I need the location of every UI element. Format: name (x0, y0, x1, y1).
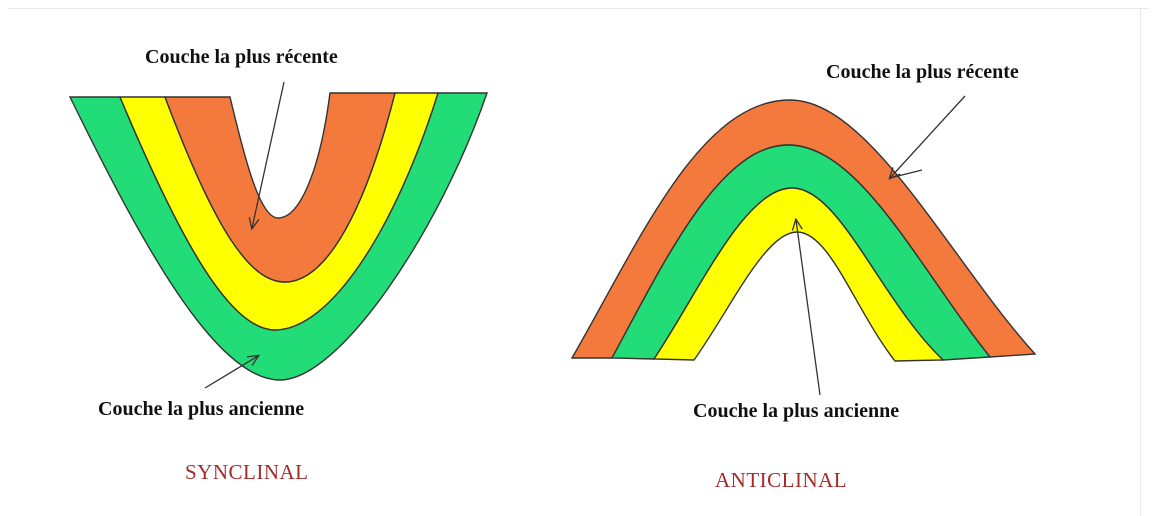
syncline-label-oldest: Couche la plus ancienne (98, 398, 305, 420)
syncline-title: SYNCLINAL (185, 460, 309, 484)
anticline-label-recent: Couche la plus récente (826, 61, 1019, 83)
anticline-label-oldest: Couche la plus ancienne (693, 400, 900, 422)
syncline-orange-layer (163, 92, 396, 283)
anticline-arrow-oldest (796, 220, 821, 396)
syncline-arrow-oldest (204, 356, 258, 389)
syncline-arrow-recent (252, 81, 285, 228)
anticline-arrow-recent (890, 95, 966, 178)
frame-border-right (1140, 8, 1141, 516)
syncline-fold (68, 81, 488, 389)
frame-border-top (8, 8, 1148, 9)
anticline-fold (570, 95, 1037, 396)
anticline-title: ANTICLINAL (715, 468, 848, 492)
syncline-label-recent: Couche la plus récente (145, 46, 338, 68)
anticline-arrow-recent-tail (889, 169, 923, 179)
anticline-yellow-layer (652, 187, 945, 362)
